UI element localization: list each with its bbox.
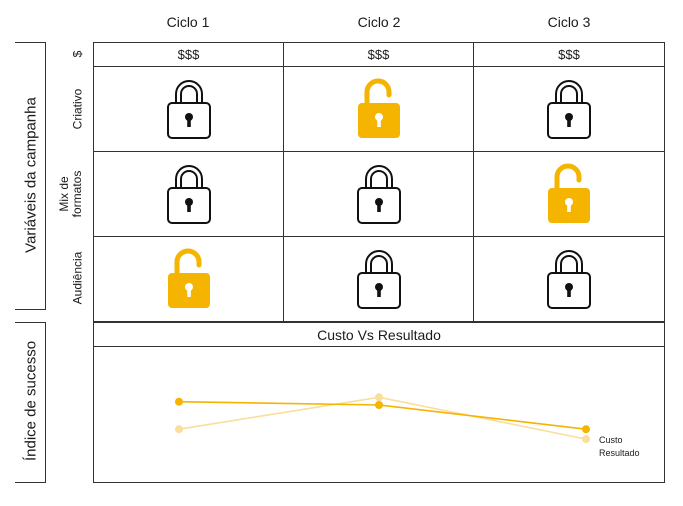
row-label-mix-formatos: Mix de formatos bbox=[57, 170, 84, 218]
padlock-closed-icon bbox=[356, 163, 402, 225]
success-index-bracket bbox=[15, 322, 46, 483]
row-label-line: Criativo bbox=[70, 88, 85, 130]
data-point-custo-3 bbox=[582, 425, 590, 434]
row-label-audiencia: Audiência bbox=[70, 251, 85, 305]
row-label-criativo: Criativo bbox=[70, 88, 85, 130]
lock-cell-row-1-ciclo-2 bbox=[283, 66, 474, 152]
lock-cell-row-1-ciclo-1 bbox=[93, 66, 284, 152]
data-point-resultado-2 bbox=[375, 393, 383, 402]
lock-cell-row-3-ciclo-3 bbox=[473, 236, 665, 322]
budget-value: $$$ bbox=[177, 47, 200, 62]
cycle-3-header: Ciclo 3 bbox=[547, 14, 591, 30]
padlock-closed-icon bbox=[546, 78, 592, 140]
campaign-variables-label: Variáveis da campanha bbox=[22, 97, 40, 253]
lock-cell-row-3-ciclo-2 bbox=[283, 236, 474, 322]
data-point-resultado-3 bbox=[582, 435, 590, 444]
cycle-1-header: Ciclo 1 bbox=[166, 14, 210, 30]
padlock-closed-icon bbox=[166, 78, 212, 140]
lock-cell-row-2-ciclo-2 bbox=[283, 151, 474, 237]
cycle-2-header: Ciclo 2 bbox=[357, 14, 401, 30]
lock-cell-row-2-ciclo-3 bbox=[473, 151, 665, 237]
row-label-budget: $ bbox=[70, 50, 85, 58]
budget-cell-ciclo-2: $$$ bbox=[283, 42, 474, 67]
budget-value: $$$ bbox=[367, 47, 390, 62]
data-point-custo-1 bbox=[175, 397, 183, 406]
success-chart-header: Custo Vs Resultado bbox=[93, 322, 665, 347]
padlock-closed-icon bbox=[546, 248, 592, 310]
campaign-variables-bracket bbox=[15, 42, 46, 310]
padlock-open-icon bbox=[356, 78, 402, 140]
legend-label-custo: Custo bbox=[599, 435, 623, 445]
success-index-label: Índice de sucesso bbox=[22, 340, 40, 462]
padlock-closed-icon bbox=[356, 248, 402, 310]
lock-cell-row-1-ciclo-3 bbox=[473, 66, 665, 152]
budget-value: $$$ bbox=[558, 47, 580, 62]
padlock-open-icon bbox=[546, 163, 592, 225]
budget-cell-ciclo-3: $$$ bbox=[473, 42, 665, 67]
data-point-custo-2 bbox=[375, 401, 383, 409]
padlock-open-icon bbox=[166, 248, 212, 310]
row-label-line: formatos bbox=[70, 170, 84, 218]
data-point-resultado-1 bbox=[175, 425, 183, 434]
lock-cell-row-3-ciclo-1 bbox=[93, 236, 284, 322]
lock-cell-row-2-ciclo-1 bbox=[93, 151, 284, 237]
success-chart-title: Custo Vs Resultado bbox=[317, 326, 441, 343]
padlock-closed-icon bbox=[166, 163, 212, 225]
legend-label-resultado: Resultado bbox=[599, 448, 640, 458]
budget-cell-ciclo-1: $$$ bbox=[93, 42, 284, 67]
